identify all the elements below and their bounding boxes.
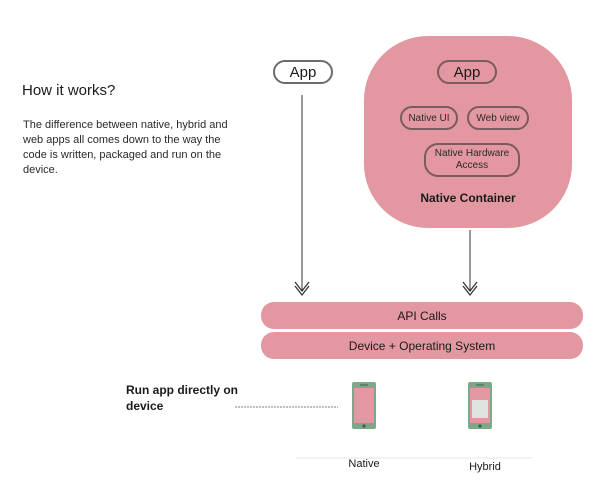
intro-description: The difference between native, hybrid an… (23, 119, 228, 176)
api-calls-bar: API Calls (261, 302, 583, 329)
native-container-label: Native Container (420, 191, 516, 205)
native-ui-pill: Native UI (400, 106, 458, 130)
device-os-bar: Device + Operating System (261, 332, 583, 359)
native-app-pill: App (273, 60, 333, 84)
container-app-pill: App (437, 60, 497, 84)
hybrid-caption: Hybrid (469, 461, 501, 473)
hybrid-phone-icon (468, 382, 492, 429)
native-hardware-access-pill: Native Hardware Access (424, 143, 520, 177)
arrow-down-icon (462, 230, 478, 297)
native-caption: Native (348, 458, 380, 470)
native-phone-icon (352, 382, 376, 429)
run-directly-label: Run app directly on device (126, 383, 239, 413)
web-view-pill: Web view (467, 106, 529, 130)
page-heading: How it works? (22, 82, 116, 99)
native-container-blob (364, 36, 572, 228)
arrow-down-icon (294, 95, 310, 297)
